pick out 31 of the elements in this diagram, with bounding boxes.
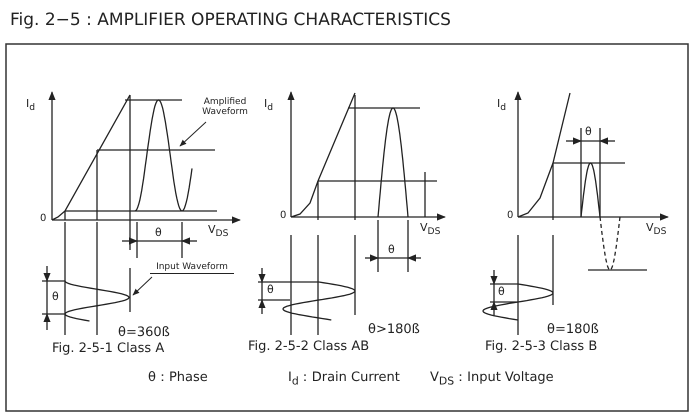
dimension-label: θ xyxy=(52,291,59,304)
input-waveform xyxy=(64,280,130,322)
axis-label: I$_{d}$ xyxy=(497,98,506,114)
axis-label: V$_{DS}$ xyxy=(208,224,228,240)
figure-caption: Fig. 2-5-3 Class B xyxy=(485,340,598,354)
dimension-label: θ xyxy=(267,284,274,296)
figure-caption: Fig. 2-5-2 Class AB xyxy=(248,340,370,354)
axis-label: 0 xyxy=(40,213,46,224)
angle-label: θ>180ß xyxy=(368,323,420,338)
dimension-label: θ xyxy=(498,286,505,298)
dimension-label: θ xyxy=(388,244,395,256)
axis-label: 0 xyxy=(280,210,286,221)
axis-label: V$_{DS}$ xyxy=(420,222,440,238)
leader-line xyxy=(179,122,206,146)
figure-caption: Fig. 2-5-1 Class A xyxy=(52,342,164,356)
legend-text: θ：Phase xyxy=(148,371,208,386)
callout-label: Input Waveform xyxy=(150,263,234,274)
callout-label: Amplified Waveform xyxy=(200,98,250,118)
dimension-label: θ xyxy=(585,126,592,138)
axis-label: V$_{DS}$ xyxy=(646,222,666,238)
dimension-label: θ xyxy=(155,227,162,240)
axis-label: 0 xyxy=(507,210,514,221)
angle-label: θ=360ß xyxy=(118,326,170,340)
axis-label: I$_{d}$ xyxy=(264,98,274,114)
diagram-title: Fig. 2−5 : AMPLIFIER OPERATING CHARACTERISTICS xyxy=(10,11,451,30)
leader-line xyxy=(132,276,152,296)
legend-text: V$_{DS}$：Input Voltage xyxy=(430,371,554,388)
output-waveform xyxy=(134,99,193,212)
axis-label: I$_{d}$ xyxy=(26,98,36,114)
legend-text: I$_{d}$：Drain Current xyxy=(288,371,400,388)
angle-label: θ=180ß xyxy=(547,323,599,338)
